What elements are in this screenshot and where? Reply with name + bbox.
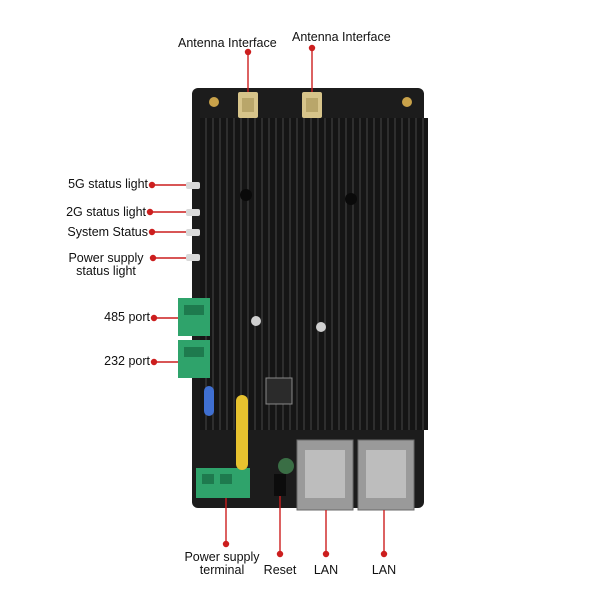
- terminal-block-icon: [178, 298, 250, 498]
- label-lan-left: LAN: [313, 563, 339, 577]
- reset-button-icon: [274, 474, 286, 496]
- label-power-terminal-line2: terminal: [199, 563, 245, 577]
- label-power-light-line2: status light: [76, 264, 136, 278]
- label-power-light-line1: Power supply: [68, 251, 144, 265]
- label-2g-status: 2G status light: [66, 205, 146, 219]
- label-antenna-right: Antenna Interface: [292, 30, 391, 44]
- label-power-terminal-line1: Power supply: [184, 550, 260, 564]
- capacitor-icon: [204, 386, 214, 416]
- heatsink: [200, 118, 428, 430]
- antenna-connector-icon: [238, 92, 258, 118]
- capacitor-icon: [236, 395, 248, 470]
- callout-lines: [146, 44, 388, 558]
- mount-hole-icon: [402, 97, 412, 107]
- status-led-icon: [186, 182, 200, 261]
- inductor-icon: [265, 377, 293, 405]
- label-reset: Reset: [263, 563, 297, 577]
- label-power-terminal: Power supply terminal: [180, 551, 264, 577]
- mount-hole-icon: [209, 97, 219, 107]
- label-485-port: 485 port: [104, 310, 150, 324]
- capacitor-icon: [278, 458, 294, 474]
- label-system-status: System Status: [67, 225, 148, 239]
- label-power-light: Power supply status light: [64, 252, 148, 278]
- label-232-port: 232 port: [104, 354, 150, 368]
- rj45-port-icon: [296, 439, 354, 511]
- label-lan-right: LAN: [371, 563, 397, 577]
- antenna-connector-icon: [302, 92, 322, 118]
- label-5g-status: 5G status light: [68, 177, 148, 191]
- rj45-port-icon: [357, 439, 415, 511]
- label-antenna-left: Antenna Interface: [178, 36, 277, 50]
